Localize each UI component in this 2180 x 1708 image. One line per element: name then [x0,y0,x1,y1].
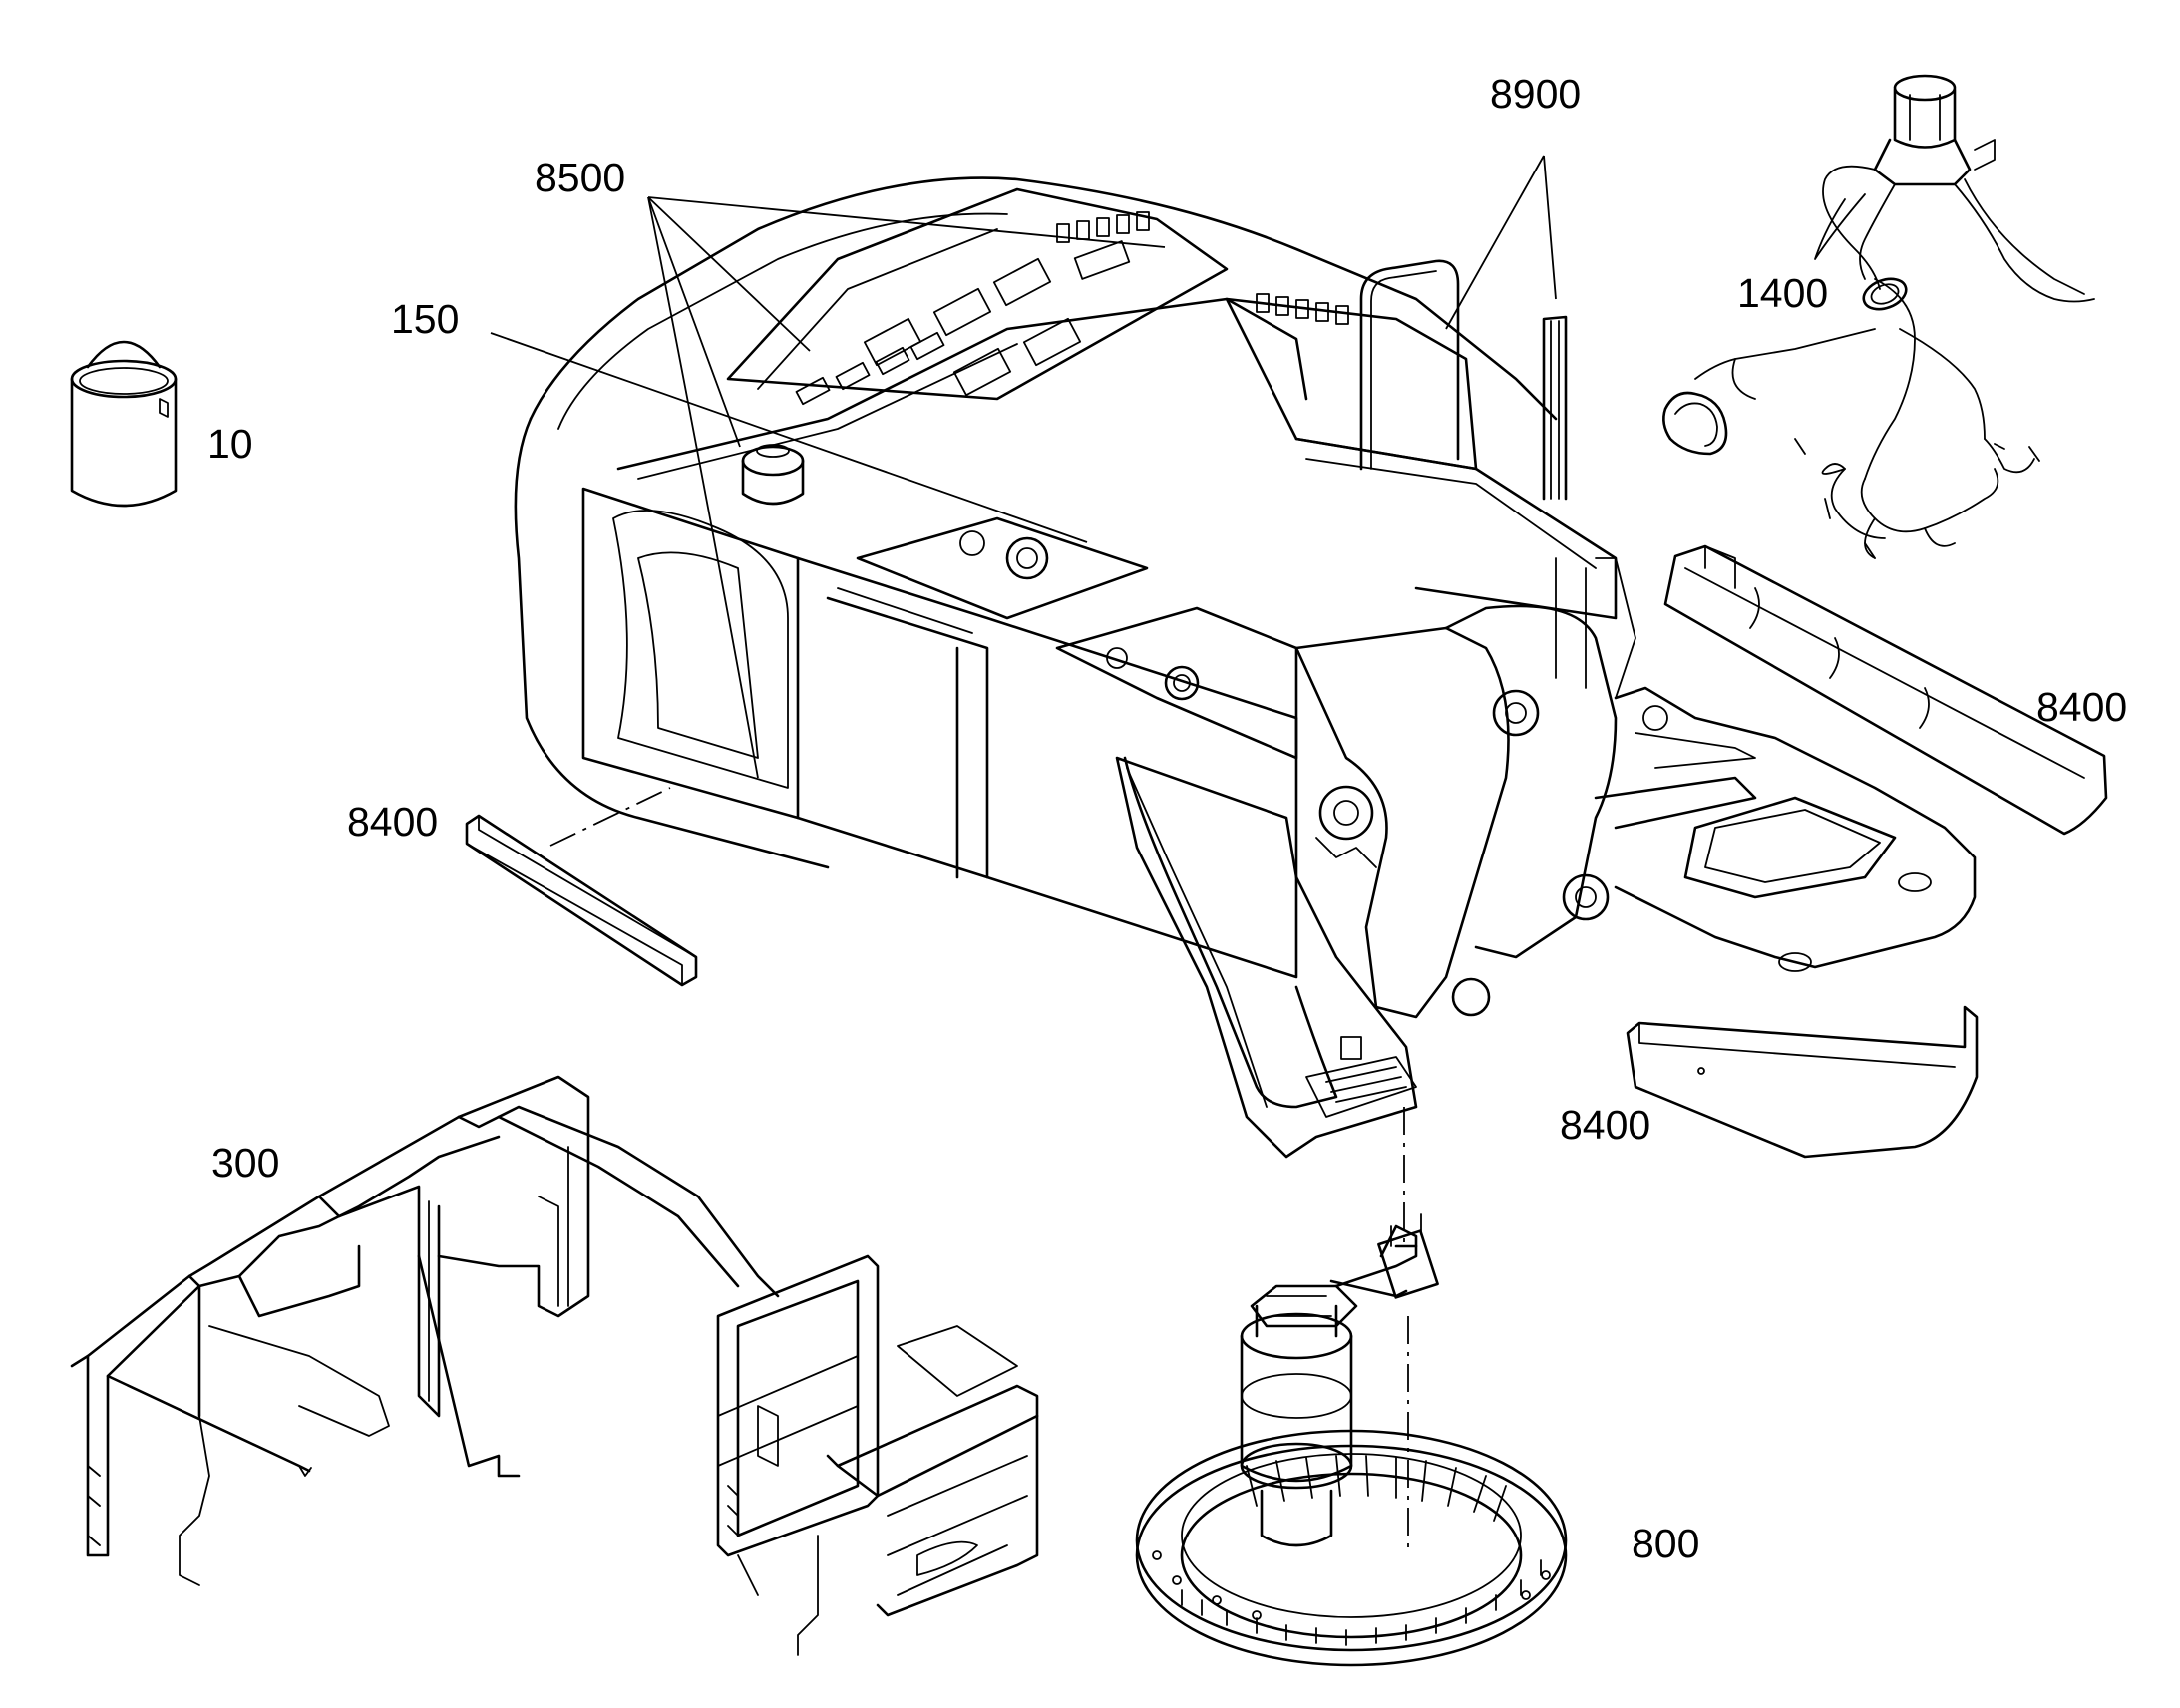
callout-800[interactable]: 800 [1632,1521,1699,1566]
callout-8500[interactable]: 8500 [535,155,625,200]
part-300-frame[interactable] [70,1075,1039,1656]
part-800-swing-bearing[interactable] [1135,1213,1568,1667]
part-8400-left-skirt[interactable] [465,814,698,987]
callout-10[interactable]: 10 [207,421,253,467]
callout-8400-right[interactable]: 8400 [2036,684,2127,730]
callout-8400-bottom[interactable]: 8400 [1560,1102,1650,1148]
callout-1400[interactable]: 1400 [1737,270,1828,316]
callout-labels: 10 150 300 800 1400 8400 8400 8400 8500 … [207,71,2127,1566]
part-8400-right-cover[interactable] [1663,544,2108,836]
callout-300[interactable]: 300 [211,1140,279,1186]
part-10-paint-can[interactable] [70,340,178,508]
leader-lines [490,155,1557,1555]
upperstructure-assembly [514,176,1977,1159]
callout-8900[interactable]: 8900 [1490,71,1581,117]
callout-150[interactable]: 150 [391,296,459,342]
callout-8400-left[interactable]: 8400 [347,799,438,845]
part-1400-wiring-harness[interactable] [1662,74,2095,559]
part-8400-bottom-cover[interactable] [1626,1005,1979,1159]
